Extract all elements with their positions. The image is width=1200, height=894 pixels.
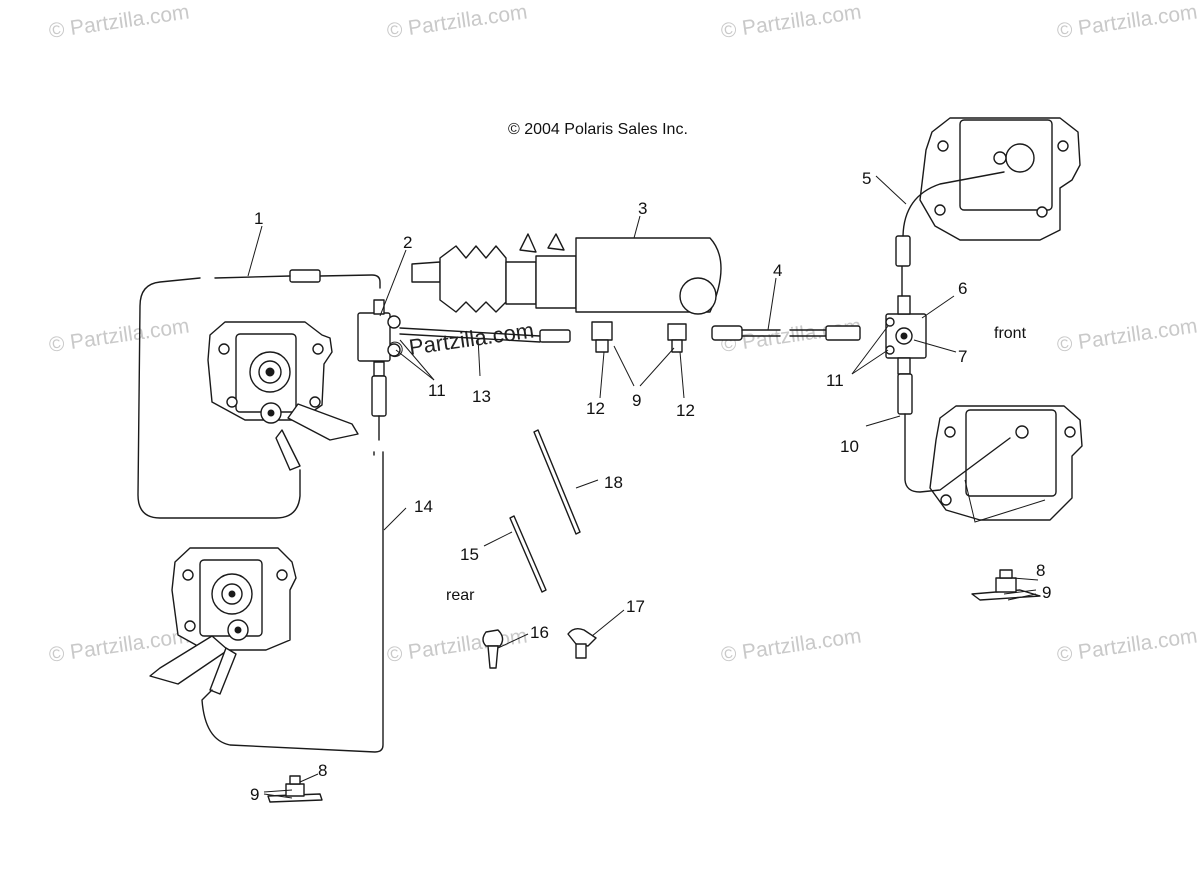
watermark-text: © Partzilla.com bbox=[719, 624, 862, 666]
front-junction-block[interactable] bbox=[885, 295, 927, 375]
callout-16: 16 bbox=[530, 623, 549, 642]
callout-9-master: 9 bbox=[632, 391, 641, 410]
rear-brake-line-14[interactable] bbox=[201, 375, 387, 753]
callout-9-front: 9 bbox=[1042, 583, 1051, 602]
watermark-text: © Partzilla.com bbox=[1055, 314, 1198, 356]
front-brake-line-10[interactable] bbox=[897, 373, 1011, 493]
callout-18: 18 bbox=[604, 473, 623, 492]
rod-15[interactable] bbox=[509, 515, 547, 593]
clip-16[interactable] bbox=[482, 629, 504, 669]
callout-2: 2 bbox=[403, 233, 412, 252]
watermark-text: © Partzilla.com bbox=[47, 0, 190, 42]
callout-17: 17 bbox=[626, 597, 645, 616]
callout-leaders bbox=[247, 175, 1039, 799]
front-brake-line-4[interactable] bbox=[711, 325, 861, 341]
master-cylinder[interactable] bbox=[411, 233, 722, 353]
copyright-text: © 2004 Polaris Sales Inc. bbox=[508, 121, 688, 138]
rear-brake-line-1[interactable] bbox=[137, 269, 381, 519]
watermark-text: © Partzilla.com bbox=[1055, 0, 1198, 42]
callout-13: 13 bbox=[472, 387, 491, 406]
watermark-text: © Partzilla.com bbox=[1055, 624, 1198, 666]
callout-12-right: 12 bbox=[676, 401, 695, 420]
watermark-text: © Partzilla.com bbox=[47, 314, 190, 356]
callout-1: 1 bbox=[254, 209, 263, 228]
master-cylinder-line-13[interactable] bbox=[399, 327, 571, 343]
bolt-washer-front[interactable] bbox=[971, 569, 1041, 601]
watermark-text: © Partzilla.com bbox=[47, 624, 190, 666]
callout-11-rear: 11 bbox=[428, 381, 446, 400]
callout-8-rear: 8 bbox=[318, 761, 327, 780]
watermark-text: © Partzilla.com bbox=[719, 0, 862, 42]
callout-7: 7 bbox=[958, 347, 967, 366]
rear-lower-caliper[interactable] bbox=[149, 547, 297, 695]
callout-8-front: 8 bbox=[1036, 561, 1045, 580]
callout-5: 5 bbox=[862, 169, 871, 188]
clamp-17[interactable] bbox=[567, 627, 597, 659]
front-label: front bbox=[994, 325, 1027, 342]
callout-6: 6 bbox=[958, 279, 967, 298]
watermark-text: © Partzilla.com bbox=[385, 0, 528, 42]
callout-10: 10 bbox=[840, 437, 859, 456]
callout-11-front: 11 bbox=[826, 371, 844, 390]
bolt-washer-rear[interactable] bbox=[267, 775, 323, 803]
rear-upper-caliper[interactable] bbox=[207, 321, 359, 471]
rear-label: rear bbox=[446, 587, 475, 604]
callout-4: 4 bbox=[773, 261, 782, 280]
rear-junction-block[interactable] bbox=[357, 299, 401, 377]
callout-15: 15 bbox=[460, 545, 479, 564]
front-brake-line-5[interactable] bbox=[895, 171, 1005, 297]
rod-18[interactable] bbox=[533, 429, 581, 535]
callout-14: 14 bbox=[414, 497, 433, 516]
callout-12-left: 12 bbox=[586, 399, 605, 418]
front-upper-caliper[interactable] bbox=[919, 117, 1081, 241]
watermark-text: © Partzilla.com bbox=[385, 624, 528, 666]
callout-labels: 1 2 3 4 5 6 7 8 8 9 9 9 10 11 11 12 12 1… bbox=[250, 169, 1051, 804]
callout-3: 3 bbox=[638, 199, 647, 218]
front-lower-caliper[interactable] bbox=[929, 405, 1083, 523]
callout-9-rear: 9 bbox=[250, 785, 259, 804]
